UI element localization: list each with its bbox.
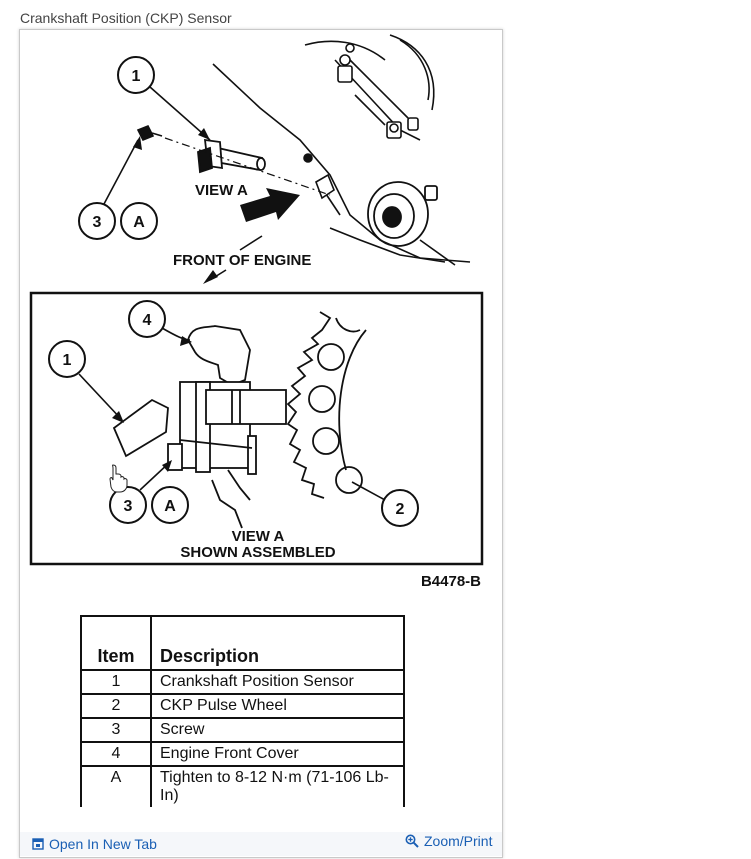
callout-3-bottom: 3 A [109,460,189,524]
svg-text:A: A [164,498,176,515]
zoom-print-label: Zoom/Print [424,833,493,849]
legend-header-description: Description [150,615,405,671]
svg-text:1: 1 [63,352,72,369]
svg-text:A: A [133,214,145,231]
callout-3-top: 3 A [78,136,158,240]
callout-2: 2 [351,481,419,527]
engine-outline [212,34,471,266]
bolts-upper [337,43,419,139]
legend-item: 2 [80,693,152,719]
table-row: 3 Screw [80,717,405,743]
callout-4: 4 [128,300,192,346]
centerline [164,137,331,196]
table-row: 4 Engine Front Cover [80,741,405,767]
legend-item: 4 [80,741,152,767]
open-in-new-tab-label: Open In New Tab [49,836,157,852]
screw-exploded [136,124,163,142]
table-row: 2 CKP Pulse Wheel [80,693,405,719]
view-a-arrow [240,188,300,222]
view-a-assembled-line2: SHOWN ASSEMBLED [180,544,335,561]
front-arrow-line [239,235,263,251]
open-in-new-tab-link[interactable]: Open In New Tab [32,836,157,852]
legend-table: Item Description 1 Crankshaft Position S… [80,615,405,807]
crankshaft-pulley [367,181,438,247]
legend-description: Screw [150,717,405,743]
svg-text:3: 3 [124,498,133,515]
svg-text:4: 4 [143,312,152,329]
view-a-assembled-line1: VIEW A [232,528,285,545]
callout-1-bottom: 1 [48,340,124,423]
table-row: 1 Crankshaft Position Sensor [80,669,405,695]
magnifier-plus-icon [405,834,419,848]
ckp-sensor-assembled [112,381,287,475]
legend-header-item: Item [80,615,152,671]
front-of-engine-label: FRONT OF ENGINE [173,252,311,269]
legend-description: Engine Front Cover [150,741,405,767]
legend-description: Tighten to 8-12 N·m (71-106 Lb-In) [150,765,405,807]
legend-description: Crankshaft Position Sensor [150,669,405,695]
ckp-sensor-exploded [197,138,266,174]
svg-text:3: 3 [93,214,102,231]
hand-cursor-icon [109,464,128,493]
pulse-wheel [286,311,367,499]
legend-item: 1 [80,669,152,695]
svg-text:2: 2 [396,501,405,518]
front-arrow-line-lower [209,269,227,281]
legend-item: 3 [80,717,152,743]
image-footer [20,832,502,856]
view-a-box [29,291,484,566]
image-caption: Crankshaft Position (CKP) Sensor [20,10,232,26]
zoom-print-link[interactable]: Zoom/Print [405,833,492,849]
callout-1-top: 1 [117,56,211,141]
open-in-new-tab-icon [32,838,44,850]
figure-id: B4478-B [421,573,481,590]
front-arrow-head [203,270,218,284]
svg-text:1: 1 [132,68,141,85]
legend-description: CKP Pulse Wheel [150,693,405,719]
table-row: A Tighten to 8-12 N·m (71-106 Lb-In) [80,765,405,807]
legend-item: A [80,765,152,807]
view-a-label: VIEW A [195,182,248,199]
